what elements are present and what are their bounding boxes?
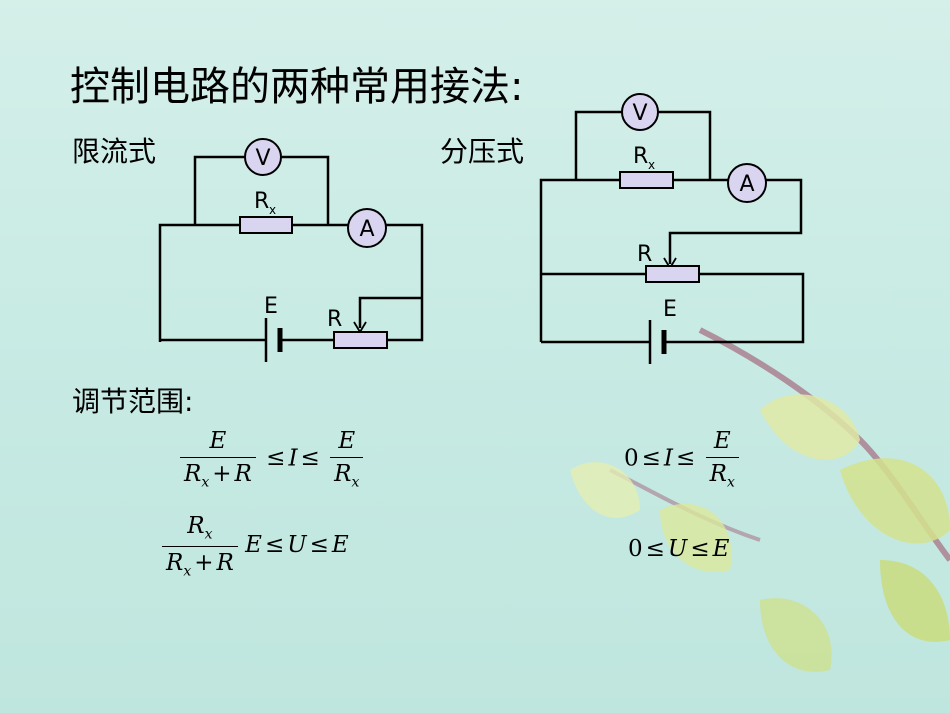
formula-divider-current: 0≤I≤ E Rx <box>624 428 739 491</box>
page-title: 控制电路的两种常用接法: <box>70 64 524 110</box>
left-circuit-wires <box>158 155 424 362</box>
source-label: E <box>264 294 278 319</box>
resistor-rx <box>619 171 674 189</box>
leaf <box>840 458 950 544</box>
leaf <box>570 462 640 518</box>
leaf <box>880 560 950 642</box>
voltmeter-symbol: V <box>255 146 270 171</box>
ammeter-symbol: A <box>739 172 754 197</box>
formula-divider-voltage: 0≤U≤E <box>628 536 730 562</box>
formula-limiting-current: E Rx+R ≤I≤ E Rx <box>180 428 364 491</box>
resistor-rx <box>239 216 293 234</box>
ammeter <box>347 208 387 248</box>
voltmeter <box>621 93 659 131</box>
rx-subscript: x <box>648 158 655 172</box>
ammeter-symbol: A <box>359 217 374 242</box>
divider-label: 分压式 <box>440 135 525 168</box>
right-circuit-elements <box>619 93 767 283</box>
ammeter <box>727 163 767 203</box>
leaf <box>660 503 732 572</box>
right-circuit-wires <box>539 110 805 364</box>
left-circuit-elements <box>239 138 388 349</box>
rheostat-label: R <box>327 307 342 332</box>
rx-label: R <box>633 144 648 169</box>
voltmeter-symbol: V <box>632 101 647 126</box>
leaf <box>760 394 860 460</box>
limiting-label: 限流式 <box>72 135 157 168</box>
rx-label: R <box>254 189 269 214</box>
voltmeter <box>244 138 282 176</box>
leaf <box>760 598 832 672</box>
range-label: 调节范围: <box>72 385 194 418</box>
rx-subscript: x <box>269 203 276 217</box>
rheostat <box>645 265 700 283</box>
formula-limiting-voltage: Rx Rx+R E≤U≤E <box>162 513 349 579</box>
rheostat <box>333 331 388 349</box>
source-label: E <box>663 297 677 322</box>
rheostat-label: R <box>637 242 652 267</box>
